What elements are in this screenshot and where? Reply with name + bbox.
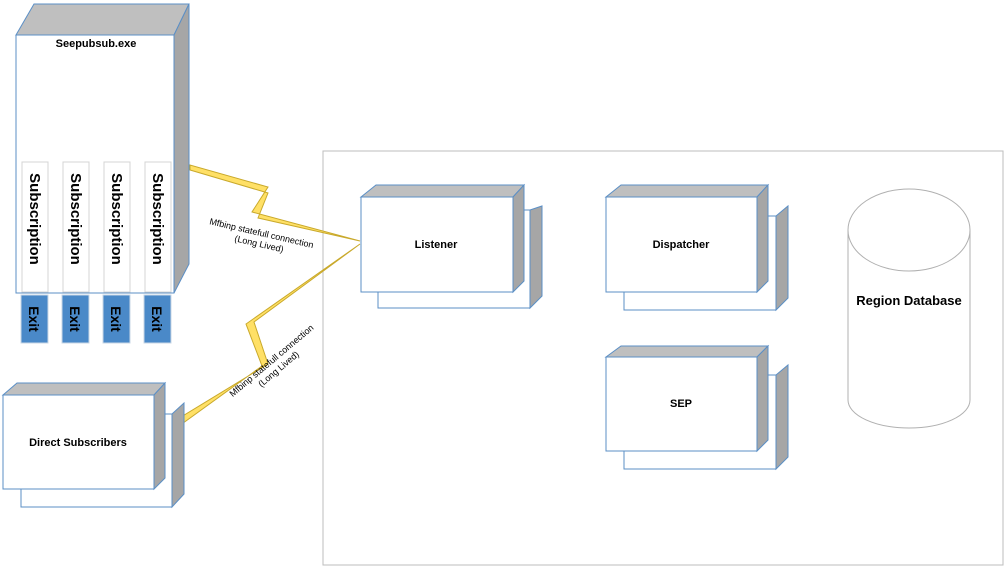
- listener-front-side: [512, 183, 525, 294]
- direct-subscribers-back-side: [171, 401, 185, 509]
- seepubsub-title: Seepubsub.exe: [56, 38, 137, 50]
- direct-subscribers-front: [2, 394, 155, 490]
- direct-subscribers-front-top: [1, 382, 167, 396]
- listener-front-top: [359, 184, 526, 198]
- database-label: Region Database: [856, 293, 961, 308]
- exit-block: [20, 294, 49, 344]
- exit-block: [102, 294, 131, 344]
- database-top: [847, 188, 971, 272]
- subscription-4: Subscription Exit: [143, 161, 172, 344]
- database-body: [847, 230, 971, 429]
- exit-label: Exit: [108, 306, 124, 332]
- sep-box: SEP: [604, 344, 789, 471]
- subscription-strip: [62, 161, 90, 293]
- exit-label: Exit: [26, 306, 42, 332]
- seepubsub-box-side: [173, 3, 190, 294]
- subscription-label: Subscription: [108, 173, 125, 265]
- subscription-3: Subscription Exit: [102, 161, 131, 344]
- sep-front: [605, 356, 758, 452]
- subscription-1: Subscription Exit: [20, 161, 49, 344]
- region-database: Region Database: [847, 188, 971, 429]
- dispatcher-front-top: [604, 184, 770, 198]
- subscription-strip: [144, 161, 172, 293]
- direct-subscribers-front-side: [153, 381, 166, 491]
- listener-back-side: [529, 205, 543, 310]
- listener-label: Listener: [415, 239, 459, 251]
- listener-box: Listener: [359, 183, 543, 310]
- listener-front: [360, 196, 514, 293]
- sep-back-side: [775, 363, 789, 471]
- connection-bolt-upper: [189, 164, 361, 242]
- subscription-label: Subscription: [26, 173, 43, 265]
- subscription-strip: [103, 161, 131, 293]
- connection-label-line1: Mfbinp statefull connection: [227, 323, 315, 399]
- subscription-strip: [21, 161, 49, 293]
- subscription-label: Subscription: [67, 173, 84, 265]
- dispatcher-front: [605, 196, 758, 293]
- dispatcher-front-side: [756, 183, 769, 294]
- connection-label-lower: Mfbinp statefull connection (Long Lived): [227, 323, 315, 399]
- connection-label-upper: Mfbinp statefull connection (Long Lived): [209, 216, 315, 254]
- sep-front-side: [756, 344, 769, 453]
- sep-label: SEP: [670, 398, 692, 410]
- subscription-2: Subscription Exit: [61, 161, 90, 344]
- direct-subscribers-label: Direct Subscribers: [29, 437, 127, 449]
- exit-block: [61, 294, 90, 344]
- exit-block: [143, 294, 172, 344]
- sep-front-top: [604, 345, 770, 358]
- dispatcher-box: Dispatcher: [604, 183, 789, 312]
- seepubsub-box-top: [15, 3, 190, 36]
- subscription-label: Subscription: [149, 173, 166, 265]
- dispatcher-back-side: [775, 204, 789, 312]
- exit-label: Exit: [149, 306, 165, 332]
- direct-subscribers-box: Direct Subscribers: [1, 381, 185, 509]
- exit-label: Exit: [67, 306, 83, 332]
- dispatcher-label: Dispatcher: [653, 239, 711, 251]
